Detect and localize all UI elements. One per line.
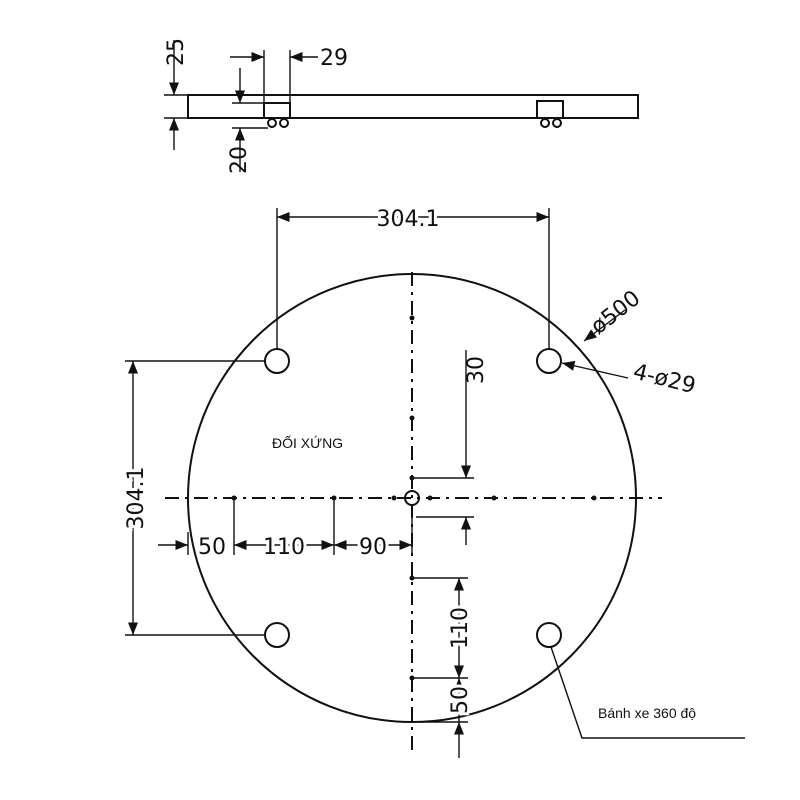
dim-diameter: ø500 xyxy=(583,286,645,342)
dim-text-v110: 110 xyxy=(448,607,473,649)
dim-text-25: 25 xyxy=(164,38,189,66)
dim-vertical-chain: 110 50 xyxy=(412,577,476,758)
side-wheel-right xyxy=(536,100,564,128)
mount-hole-bottom-right xyxy=(536,622,562,648)
dim-text-h110: 110 xyxy=(263,535,305,560)
dim-text-4-d29: 4-ø29 xyxy=(631,360,699,400)
top-view: 304.1 304.1 ø500 4-ø29 30 xyxy=(121,204,745,758)
dim-text-h50: 50 xyxy=(198,535,226,560)
dim-text-v50: 50 xyxy=(448,686,473,714)
mount-hole-top-left xyxy=(264,348,290,374)
dim-text-h90: 90 xyxy=(359,535,387,560)
side-plate xyxy=(187,94,639,119)
dim-text-30: 30 xyxy=(464,356,489,384)
dim-wheel-height: 20 xyxy=(227,68,268,174)
dim-offset-30: 30 xyxy=(412,350,489,545)
dim-horizontal-chain: 50 110 90 xyxy=(158,498,413,563)
dim-hole-spacing-horizontal: 304.1 xyxy=(276,204,550,349)
side-view: 25 29 20 xyxy=(164,38,639,174)
dim-text-29: 29 xyxy=(320,46,348,71)
dim-holes: 4-ø29 xyxy=(561,360,699,400)
label-symmetric: ĐỐI XỨNG xyxy=(272,434,343,451)
reference-dots xyxy=(231,315,597,681)
mount-hole-top-right xyxy=(536,348,562,374)
wheel-callout: Bánh xe 360 độ xyxy=(550,646,745,739)
mount-hole-bottom-left xyxy=(264,622,290,648)
dim-text-d500: ø500 xyxy=(586,286,645,340)
dim-plate-thickness: 25 xyxy=(164,38,189,150)
dim-hole-spacing-vertical: 304.1 xyxy=(121,360,265,636)
dim-text-304-h: 304.1 xyxy=(377,207,440,232)
dim-text-304-v: 304.1 xyxy=(124,467,149,530)
side-wheel-left xyxy=(263,102,291,128)
dim-text-20: 20 xyxy=(227,146,252,174)
dim-wheel-width: 29 xyxy=(230,46,348,103)
label-wheel: Bánh xe 360 độ xyxy=(598,705,696,721)
center-hole xyxy=(404,490,420,506)
